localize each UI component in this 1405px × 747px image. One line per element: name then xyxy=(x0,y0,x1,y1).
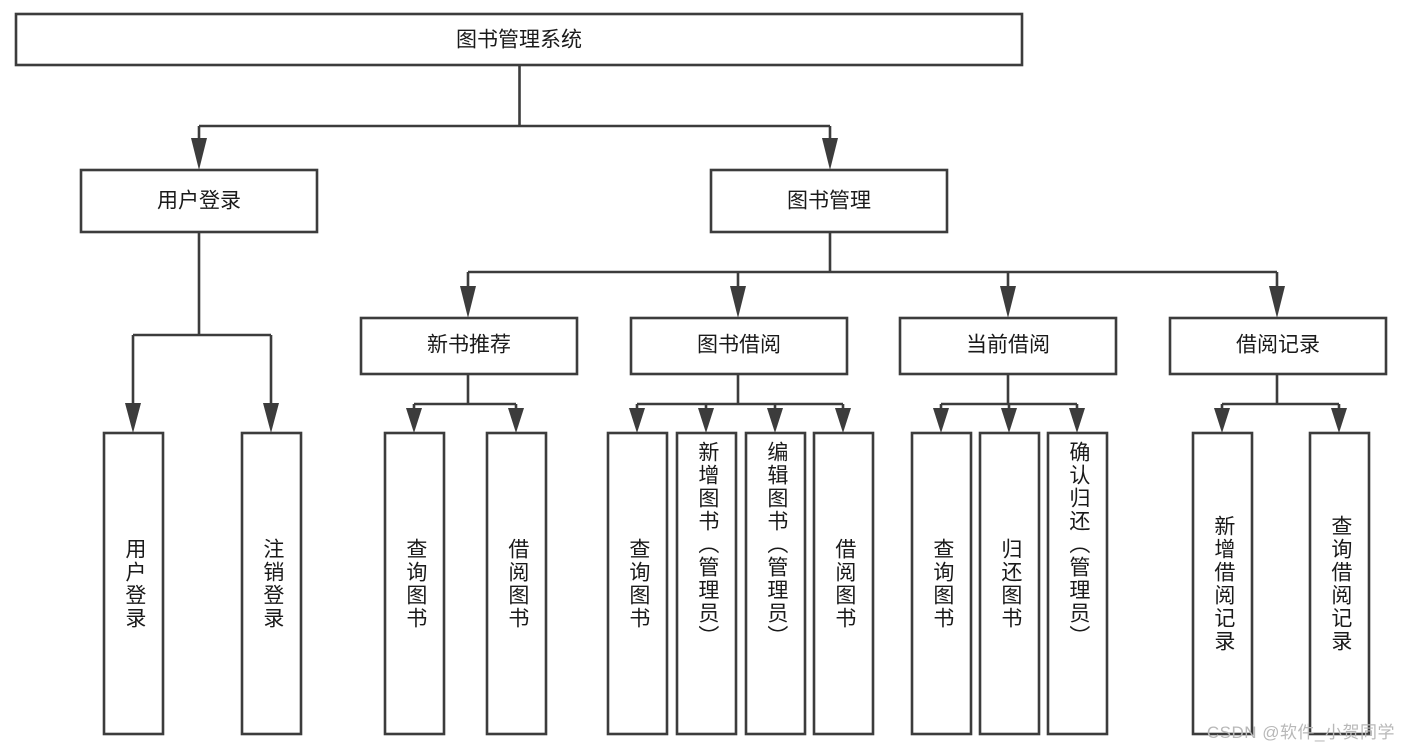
node-leaf-query-book-1-rect[interactable] xyxy=(383,431,446,736)
node-borrow-record-rect[interactable] xyxy=(1168,316,1388,376)
node-leaf-add-book-rect[interactable] xyxy=(675,431,738,736)
node-current-borrow-rect[interactable] xyxy=(898,316,1118,376)
node-leaf-return-book-rect[interactable] xyxy=(978,431,1041,736)
arrow-head-leaf-user-login xyxy=(125,403,141,433)
node-layer: 图书管理系统 用户登录 图书管理 新书推荐 图书借阅 当前 xyxy=(14,12,1388,736)
arrow-head-borrow-record xyxy=(1269,286,1285,318)
node-new-book-rec-rect[interactable] xyxy=(359,316,579,376)
node-book-manage-rect[interactable] xyxy=(709,168,949,234)
node-current-borrow[interactable]: 当前借阅 xyxy=(898,316,1118,376)
arrow-head-leaf-user-logout xyxy=(263,403,279,433)
node-leaf-confirm-return-rect[interactable] xyxy=(1046,431,1109,736)
node-leaf-borrow-book-2-rect[interactable] xyxy=(812,431,875,736)
arrow-head-book-borrow xyxy=(730,286,746,318)
node-leaf-user-login-rect[interactable] xyxy=(102,431,165,736)
arrow-head-book-manage xyxy=(822,138,838,170)
node-book-manage-label: 图书管理 xyxy=(787,190,871,213)
node-leaf-add-record-rect[interactable] xyxy=(1191,431,1254,736)
node-leaf-query-book-3-rect[interactable] xyxy=(910,431,973,736)
arrow-head-leaf-query-book-3 xyxy=(933,408,949,433)
arrow-head-leaf-query-book-2 xyxy=(629,408,645,433)
node-new-book-rec-label: 新书推荐 xyxy=(427,334,511,357)
node-new-book-rec[interactable]: 新书推荐 xyxy=(359,316,579,376)
node-user-login-rect[interactable] xyxy=(79,168,319,234)
node-user-login-label: 用户登录 xyxy=(157,190,241,213)
arrow-head-leaf-confirm-return xyxy=(1069,408,1085,433)
connector-layer xyxy=(125,65,1347,433)
node-leaf-borrow-book-1-rect[interactable] xyxy=(485,431,548,736)
node-borrow-record[interactable]: 借阅记录 xyxy=(1168,316,1388,376)
node-book-manage[interactable]: 图书管理 xyxy=(709,168,949,234)
node-book-borrow-label: 图书借阅 xyxy=(697,334,781,357)
arrow-head-current-borrow xyxy=(1000,286,1016,318)
node-leaf-query-record-rect[interactable] xyxy=(1308,431,1371,736)
node-root-rect[interactable] xyxy=(14,12,1024,67)
node-book-borrow-rect[interactable] xyxy=(629,316,849,376)
arrow-head-leaf-edit-book xyxy=(767,408,783,433)
watermark-text: CSDN @软件_小贺同学 xyxy=(1206,723,1395,742)
arrow-head-leaf-add-record xyxy=(1214,408,1230,433)
node-leaf-query-book-2-rect[interactable] xyxy=(606,431,669,736)
node-user-login[interactable]: 用户登录 xyxy=(79,168,319,234)
arrow-head-leaf-borrow-book-1 xyxy=(508,408,524,433)
arrow-head-user-login xyxy=(191,138,207,170)
arrow-head-new-book-rec xyxy=(460,286,476,318)
node-borrow-record-label: 借阅记录 xyxy=(1236,334,1320,357)
node-book-borrow[interactable]: 图书借阅 xyxy=(629,316,849,376)
arrow-head-leaf-return-book xyxy=(1001,408,1017,433)
node-root-label: 图书管理系统 xyxy=(456,29,582,52)
arrow-head-leaf-query-book-1 xyxy=(406,408,422,433)
arrow-head-leaf-add-book xyxy=(698,408,714,433)
arrow-head-leaf-query-record xyxy=(1331,408,1347,433)
arrow-head-leaf-borrow-book-2 xyxy=(835,408,851,433)
node-current-borrow-label: 当前借阅 xyxy=(966,334,1050,357)
node-root[interactable]: 图书管理系统 xyxy=(14,12,1024,67)
node-leaf-user-logout-rect[interactable] xyxy=(240,431,303,736)
node-leaf-edit-book-rect[interactable] xyxy=(744,431,807,736)
